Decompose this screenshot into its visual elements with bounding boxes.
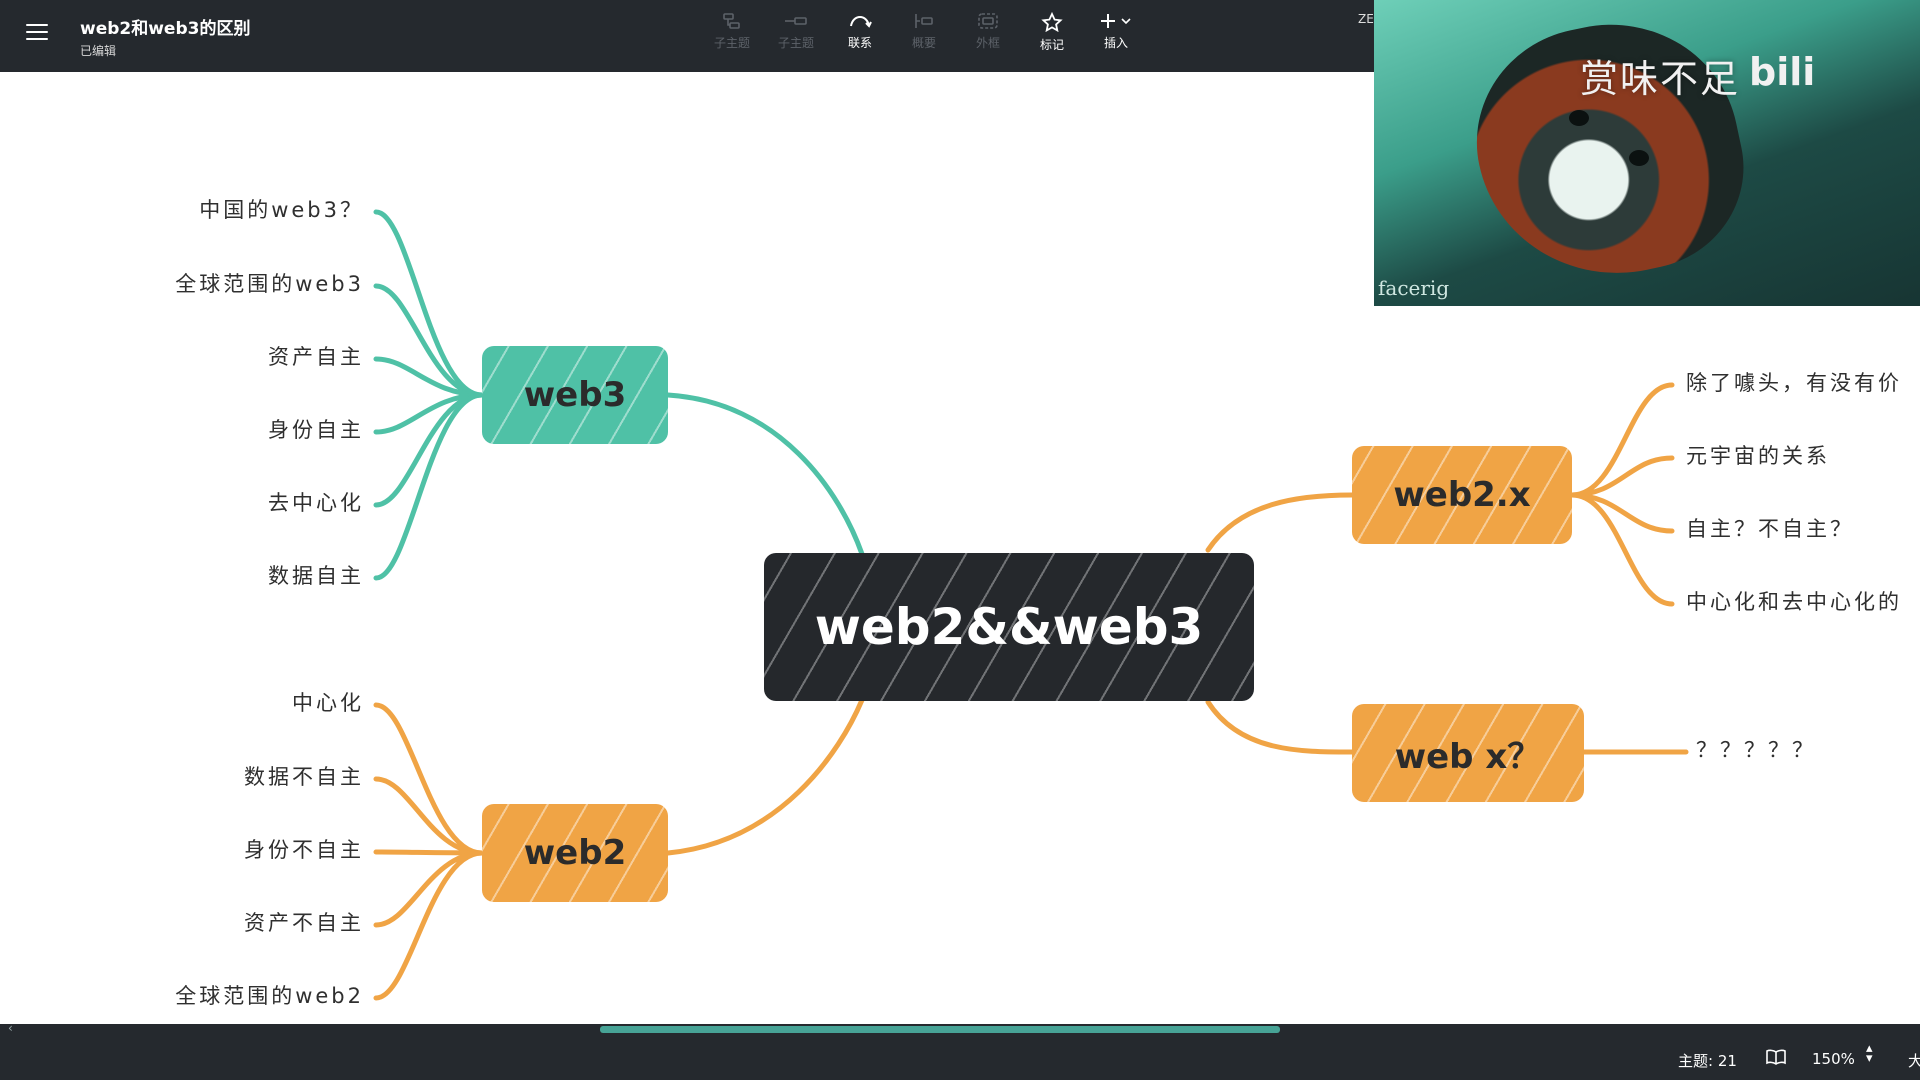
webx-leaf-1[interactable]: ？？？？？ — [1696, 738, 1816, 762]
horizontal-scroll-thumb[interactable] — [600, 1026, 1280, 1033]
zoom-level[interactable]: 150% — [1812, 1050, 1855, 1068]
topic-web2[interactable]: web2 — [482, 804, 668, 902]
tool-insert-label: 插入 — [1103, 36, 1128, 50]
zen-mode-button[interactable]: ZE — [1358, 12, 1374, 26]
facerig-watermark: facerig — [1378, 276, 1450, 300]
tool-marker-label: 标记 — [1039, 38, 1064, 52]
topic-webx[interactable]: web x？ — [1352, 704, 1584, 802]
web3-leaf-6[interactable]: 数据自主 — [268, 564, 364, 588]
plus-icon — [1101, 14, 1131, 28]
web2x-leaf-1[interactable]: 除了噱头，有没有价 — [1686, 371, 1902, 395]
horizontal-scrollbar[interactable]: ‹ — [0, 1021, 1920, 1035]
subtopic-icon — [723, 13, 740, 29]
status-edge-label: 大 — [1908, 1052, 1920, 1070]
tool-insert[interactable]: 插入 — [1084, 8, 1148, 64]
web2-leaf-4[interactable]: 资产不自主 — [244, 911, 364, 935]
topic-webx-label: web x？ — [1394, 736, 1542, 777]
tool-subtopic[interactable]: 子主题 — [700, 8, 764, 64]
webcam-overlay: 赏味不足 bili facerig — [1374, 0, 1920, 306]
topic-web3[interactable]: web3 — [482, 346, 668, 444]
web2x-leaf-3[interactable]: 自主？不自主？ — [1686, 517, 1854, 541]
tool-summary-label: 概要 — [911, 36, 936, 50]
document-title[interactable]: web2和web3的区别 — [80, 19, 251, 39]
web3-leaf-4[interactable]: 身份自主 — [268, 418, 364, 442]
tool-sibling-topic-label: 子主题 — [777, 36, 814, 50]
web3-leaf-5[interactable]: 去中心化 — [268, 491, 364, 515]
relationship-icon — [850, 16, 872, 28]
topic-web2x[interactable]: web2.x — [1352, 446, 1572, 544]
web3-leaf-3[interactable]: 资产自主 — [268, 345, 364, 369]
star-icon — [1041, 12, 1063, 32]
avatar-face-image — [1455, 0, 1763, 300]
mindmap-canvas[interactable]: web2&&web3 web3 中国的web3？ 全球范围的web3 资产自主 … — [0, 72, 1920, 1024]
tool-relationship[interactable]: 联系 — [828, 8, 892, 64]
summary-icon — [915, 14, 933, 28]
web3-leaf-1[interactable]: 中国的web3？ — [199, 198, 364, 222]
sibling-topic-icon — [785, 17, 807, 25]
status-bar: 主题: 21 150% ▴▾ 大 — [0, 1034, 1920, 1080]
boundary-icon — [978, 13, 998, 29]
scroll-left-icon[interactable]: ‹ — [8, 1021, 13, 1035]
bilibili-logo: bili — [1749, 50, 1816, 94]
topic-web3-label: web3 — [523, 375, 627, 415]
root-topic[interactable]: web2&&web3 — [764, 553, 1254, 701]
tool-marker[interactable]: 标记 — [1020, 8, 1084, 64]
hamburger-menu-icon[interactable] — [26, 24, 48, 42]
topic-web2-label: web2 — [523, 833, 627, 873]
avatar-eye — [1569, 110, 1589, 126]
web2x-leaf-2[interactable]: 元宇宙的关系 — [1686, 444, 1830, 468]
document-status: 已编辑 — [80, 44, 117, 58]
web2-leaf-1[interactable]: 中心化 — [292, 691, 364, 715]
topic-count: 主题: 21 — [1678, 1052, 1737, 1070]
web2x-leaf-4[interactable]: 中心化和去中心化的 — [1686, 590, 1902, 614]
root-topic-label: web2&&web3 — [814, 598, 1204, 656]
tool-summary[interactable]: 概要 — [892, 8, 956, 64]
connector-lines — [373, 209, 1689, 1001]
web2-leaf-5[interactable]: 全球范围的web2 — [175, 984, 364, 1008]
tool-sibling-topic[interactable]: 子主题 — [764, 8, 828, 64]
outline-book-icon[interactable] — [1765, 1048, 1787, 1070]
avatar-eye — [1629, 150, 1649, 166]
zoom-stepper-icon[interactable]: ▴▾ — [1866, 1041, 1873, 1066]
web2-leaf-2[interactable]: 数据不自主 — [244, 765, 364, 789]
tool-boundary-label: 外框 — [975, 36, 1000, 50]
tool-boundary[interactable]: 外框 — [956, 8, 1020, 64]
overlay-caption: 赏味不足 — [1580, 57, 1741, 101]
web3-leaf-2[interactable]: 全球范围的web3 — [175, 272, 364, 296]
web2-leaf-3[interactable]: 身份不自主 — [244, 838, 364, 862]
toolbar: 子主题 子主题 联系 概要 外框 标记 插入 — [700, 8, 1148, 64]
tool-relationship-label: 联系 — [847, 36, 872, 50]
topic-web2x-label: web2.x — [1393, 475, 1531, 515]
tool-subtopic-label: 子主题 — [713, 36, 750, 50]
